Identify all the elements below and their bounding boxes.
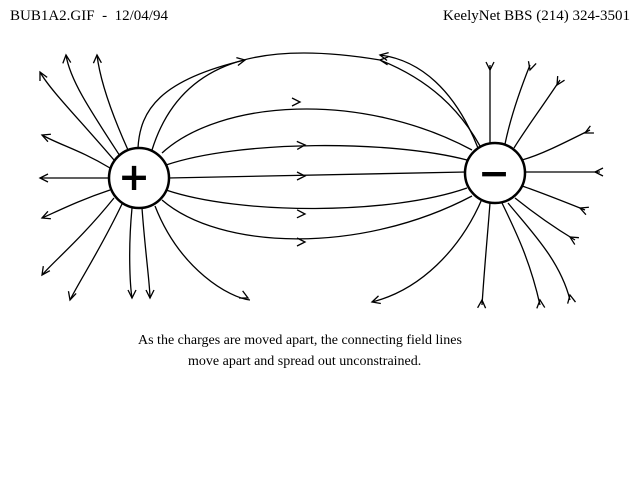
field-line [39, 71, 115, 161]
field-line [41, 197, 115, 276]
field-line-arrowhead [568, 236, 579, 245]
field-line-arrowhead [145, 289, 155, 300]
field-line [96, 54, 129, 151]
field-line-arrowhead [39, 70, 48, 81]
field-line-arrowhead [378, 56, 389, 66]
field-line [513, 79, 561, 149]
field-line [41, 134, 111, 169]
field-line-arrowhead [62, 53, 72, 64]
field-line-arrowhead [296, 140, 307, 150]
field-line-arrowhead [378, 52, 389, 62]
field-line-arrowhead [567, 293, 577, 304]
field-line-arrowhead [485, 61, 495, 72]
negative-charge: − [463, 141, 527, 205]
field-line [504, 64, 531, 145]
positive-charge-symbol: + [118, 155, 150, 199]
file-date: 12/04/94 [114, 8, 168, 24]
field-line-arrowhead [239, 290, 250, 299]
positive-charge: + [107, 146, 171, 210]
field-line [165, 144, 468, 166]
field-line-arrowhead [38, 173, 49, 183]
field-line-arrowhead [296, 171, 307, 181]
field-line-arrowhead [536, 298, 546, 309]
caption-line-1: As the charges are moved apart, the conn… [138, 333, 462, 348]
field-line-arrowhead [92, 53, 102, 64]
field-lines [39, 52, 600, 306]
field-line [521, 185, 586, 211]
field-line [161, 108, 473, 154]
field-line [501, 202, 541, 306]
field-line-arrowhead [291, 97, 302, 107]
caption-line-2: move apart and spread out unconstrained. [188, 354, 422, 369]
field-line [137, 59, 246, 149]
field-line [151, 52, 481, 151]
field-line-arrowhead [296, 209, 307, 219]
field-line-arrowhead [127, 289, 137, 300]
field-line-arrowhead [556, 76, 565, 87]
field-line [129, 207, 133, 299]
field-line [141, 207, 151, 299]
field-line-arrowhead [583, 125, 594, 134]
field-line-arrowhead [527, 61, 537, 72]
field-line-arrowhead [296, 237, 307, 247]
field-line-arrowhead [41, 266, 51, 277]
field-line [154, 205, 251, 301]
field-line [161, 195, 473, 240]
field-line [167, 171, 467, 179]
field-line [41, 189, 111, 219]
field-line-arrowhead [40, 133, 51, 143]
header-file-info: BUB1A2.GIF - 12/04/94 [10, 8, 168, 25]
field-line-arrowhead [236, 57, 247, 67]
file-name: BUB1A2.GIF [10, 8, 95, 24]
field-line [521, 129, 591, 161]
header-separator: - [102, 8, 108, 24]
field-line [165, 187, 468, 210]
field-line-arrowhead [67, 291, 77, 302]
negative-charge-symbol: − [478, 151, 510, 195]
field-line [379, 54, 479, 149]
field-line-arrowhead [593, 167, 604, 177]
field-line [69, 203, 123, 301]
negative-charge-circle [463, 141, 527, 205]
arrowheads [38, 52, 604, 309]
field-line-arrowhead [477, 298, 487, 309]
field-line [65, 54, 121, 157]
field-line-arrowhead [370, 295, 381, 305]
field-line-arrowhead [578, 206, 589, 216]
header-source: KeelyNet BBS (214) 324-3501 [442, 8, 630, 24]
field-line-arrowhead [40, 210, 51, 220]
field-line [507, 202, 571, 301]
field-line [514, 197, 576, 241]
positive-charge-circle [107, 146, 171, 210]
field-line [371, 198, 483, 303]
field-line [481, 202, 491, 306]
